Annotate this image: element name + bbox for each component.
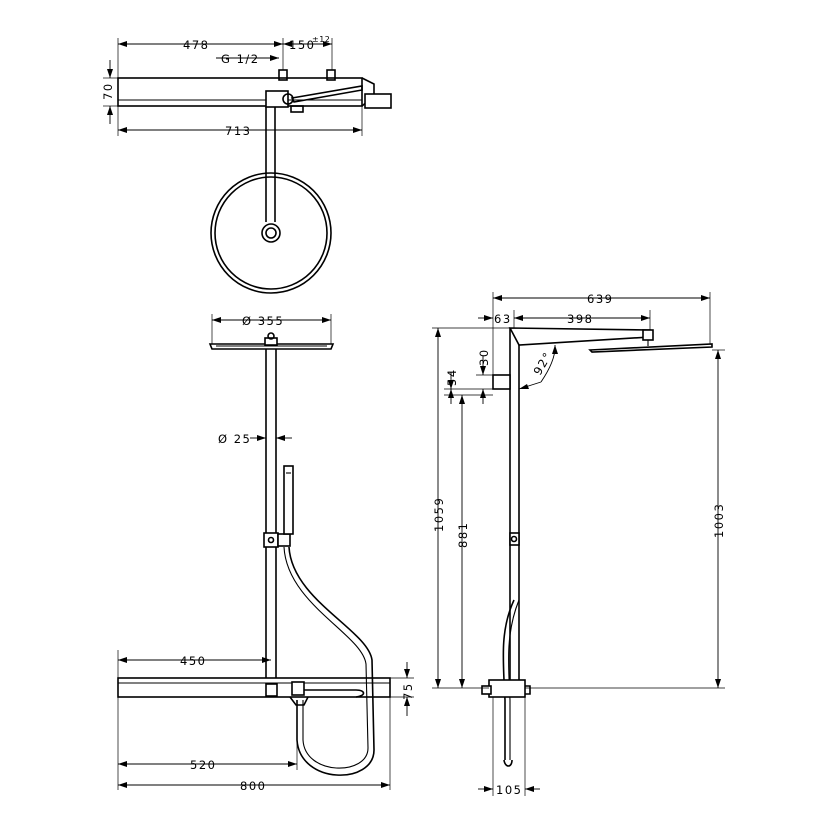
dim-713: 713 (225, 124, 251, 138)
top-view-handle (364, 93, 392, 109)
side-view: 639 63 398 30 92° 54 (432, 292, 726, 797)
thread-label: G 1/2 (221, 52, 260, 66)
dim-450: 450 (180, 654, 206, 668)
dim-70: 70 (101, 82, 115, 100)
hand-shower (283, 465, 294, 535)
thermostat-shelf (117, 677, 391, 698)
dim-head-diameter: Ø 355 (242, 314, 284, 328)
dim-pipe-diameter: Ø 25 (218, 432, 251, 446)
wall-bracket-top (492, 374, 511, 390)
dim-63: 63 (494, 312, 512, 326)
dim-881: 881 (456, 522, 470, 548)
thermostat-knob-mid (291, 681, 305, 696)
front-view: Ø 355 Ø 25 450 75 520 800 (117, 314, 415, 793)
shower-head-plan (210, 172, 332, 294)
shower-head-front (208, 343, 335, 350)
top-view-shelf (117, 77, 363, 107)
dim-150: 150 (289, 38, 315, 52)
dim-800: 800 (240, 779, 266, 793)
dim-1059: 1059 (432, 497, 446, 532)
dim-150-tolerance: ±12 (312, 35, 330, 44)
dim-639: 639 (587, 292, 613, 306)
dim-1003: 1003 (712, 503, 726, 538)
dim-30: 30 (477, 348, 491, 366)
dim-520: 520 (190, 758, 216, 772)
shower-head-side (588, 343, 713, 353)
dim-398: 398 (567, 312, 593, 326)
shower-arm (508, 327, 651, 346)
dim-105: 105 (496, 783, 522, 797)
dim-75: 75 (401, 682, 415, 700)
dim-54: 54 (445, 368, 459, 386)
dim-478: 478 (183, 38, 209, 52)
shower-hose (288, 546, 375, 776)
thermostat-knob-left (265, 683, 278, 697)
top-view: 478 150 ±12 G 1/2 70 713 (101, 35, 392, 294)
hand-shower-holder (263, 532, 279, 548)
thermostat-side (488, 679, 526, 698)
